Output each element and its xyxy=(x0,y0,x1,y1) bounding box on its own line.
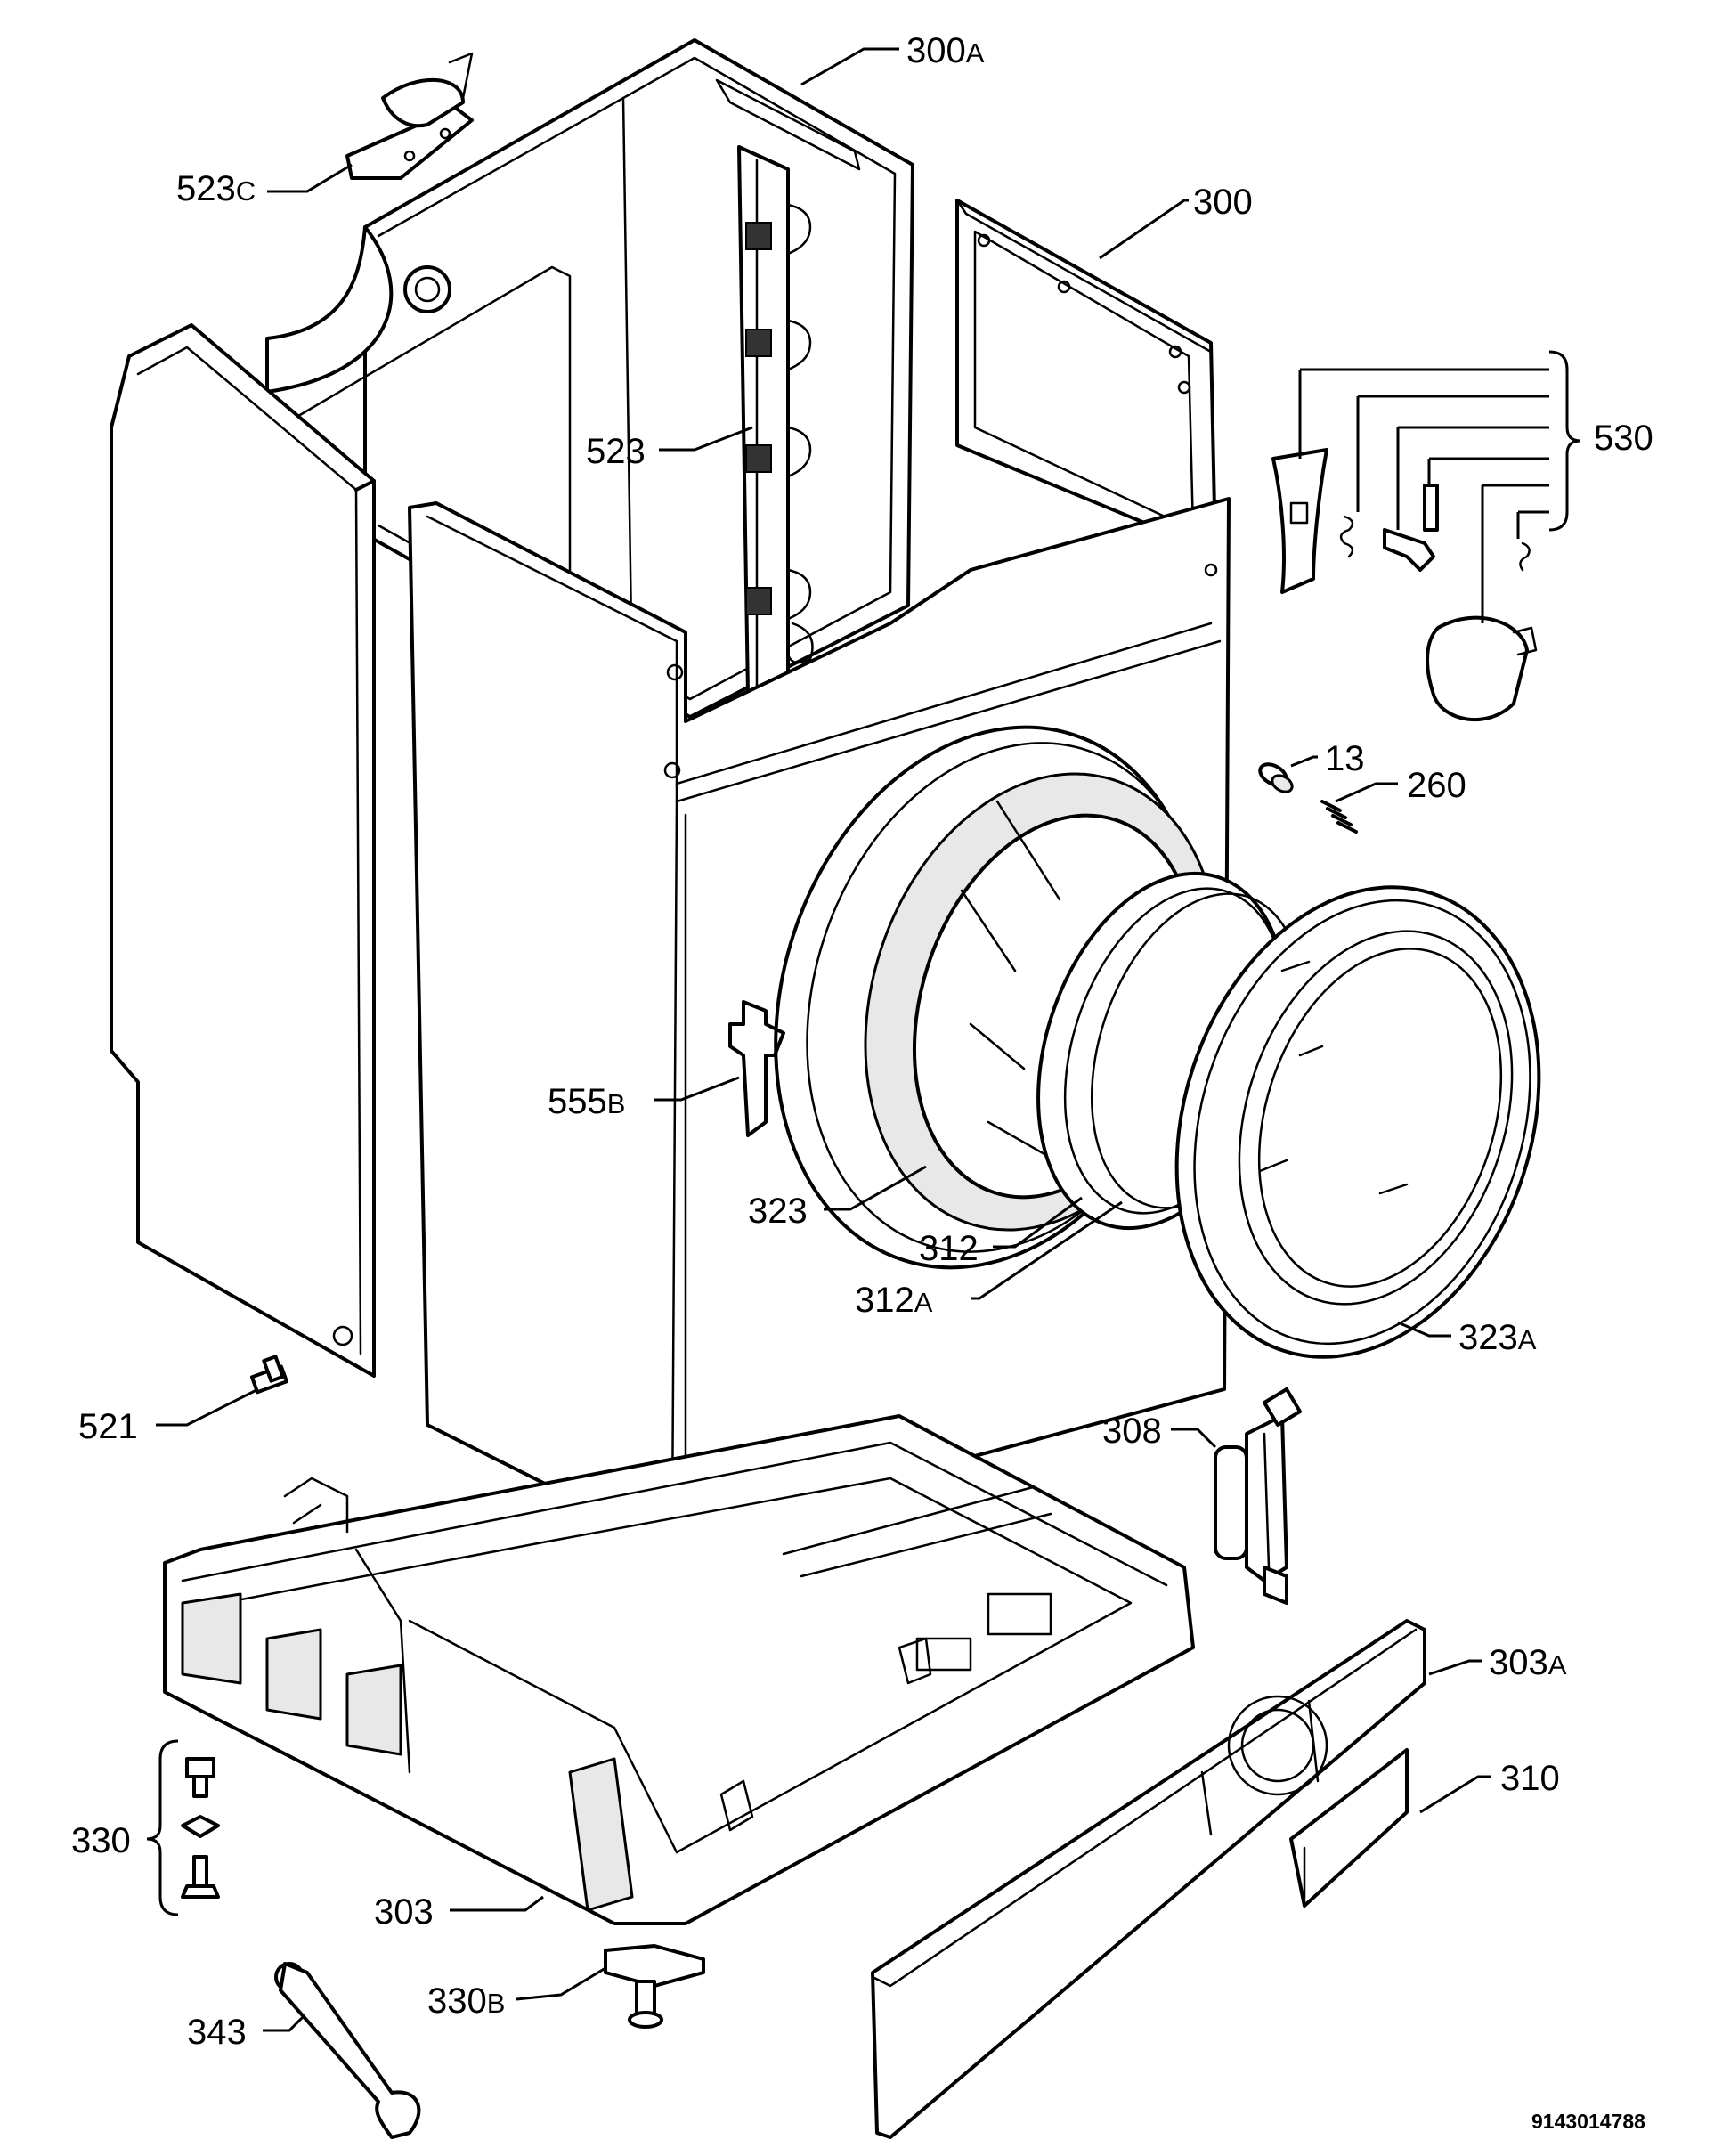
callout-300: 300 xyxy=(1193,183,1253,222)
part-310-panel-cover xyxy=(1289,1748,1409,1908)
callout-312: 312 xyxy=(919,1229,979,1268)
part-521-screw xyxy=(249,1355,288,1395)
callout-310: 310 xyxy=(1500,1759,1560,1798)
callout-521: 521 xyxy=(78,1407,138,1446)
part-left-side-panel xyxy=(110,323,376,1378)
callout-555b: 555B xyxy=(548,1082,625,1121)
callout-330: 330 xyxy=(71,1821,131,1860)
callout-labels: 300A 523C 300 530 523 13 260 555B 323 31… xyxy=(71,31,1653,2133)
callout-303a: 303A xyxy=(1489,1643,1567,1682)
part-330-screw-set xyxy=(146,1739,220,1916)
callout-330b: 330B xyxy=(427,1981,505,2021)
part-330b-foot xyxy=(604,1944,705,2029)
callout-303: 303 xyxy=(374,1892,434,1932)
callout-308: 308 xyxy=(1102,1412,1162,1451)
part-300-right-side-panel xyxy=(955,199,1217,554)
part-303a-control-panel xyxy=(871,1619,1426,2139)
callout-300a: 300A xyxy=(906,31,985,70)
part-303-base-frame xyxy=(163,1414,1195,1925)
part-343-spanner xyxy=(274,1962,421,2139)
part-308-hinge xyxy=(1214,1387,1302,1605)
part-13-bushing xyxy=(1258,762,1294,793)
callout-523c: 523C xyxy=(176,169,256,208)
part-260-spring xyxy=(1320,800,1358,834)
callout-523: 523 xyxy=(586,432,646,471)
drawing-code: 9143014788 xyxy=(1531,2110,1645,2133)
callout-13: 13 xyxy=(1325,739,1365,778)
part-323a-door xyxy=(1174,885,1541,1359)
leader-lines xyxy=(156,47,1491,2032)
part-523c-clip xyxy=(345,52,474,180)
callout-323: 323 xyxy=(748,1192,808,1231)
callout-260: 260 xyxy=(1407,766,1466,805)
callout-343: 343 xyxy=(187,2013,247,2052)
callout-530: 530 xyxy=(1594,419,1653,458)
callout-323a: 323A xyxy=(1458,1318,1537,1357)
part-530-door-lock-set xyxy=(1271,350,1581,722)
callout-312a: 312A xyxy=(855,1281,933,1320)
